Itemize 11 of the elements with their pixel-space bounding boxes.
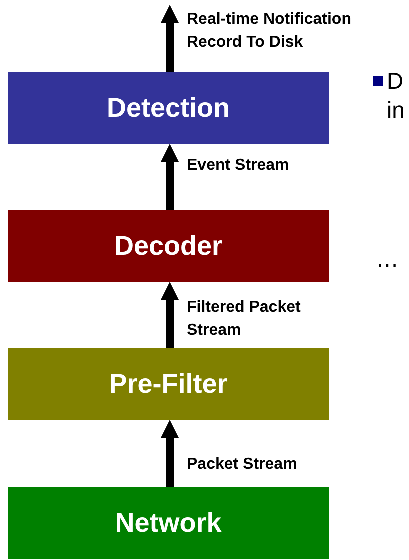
arrow [161, 282, 179, 348]
side-text: D [387, 70, 404, 93]
side-text: … [376, 248, 399, 271]
process-box: Pre-Filter [8, 348, 329, 420]
process-box: Network [8, 487, 329, 559]
arrow [161, 5, 179, 72]
arrow [161, 144, 179, 210]
arrow [161, 420, 179, 487]
process-box: Detection [8, 72, 329, 144]
side-text: in [387, 99, 405, 122]
process-box: Decoder [8, 210, 329, 282]
